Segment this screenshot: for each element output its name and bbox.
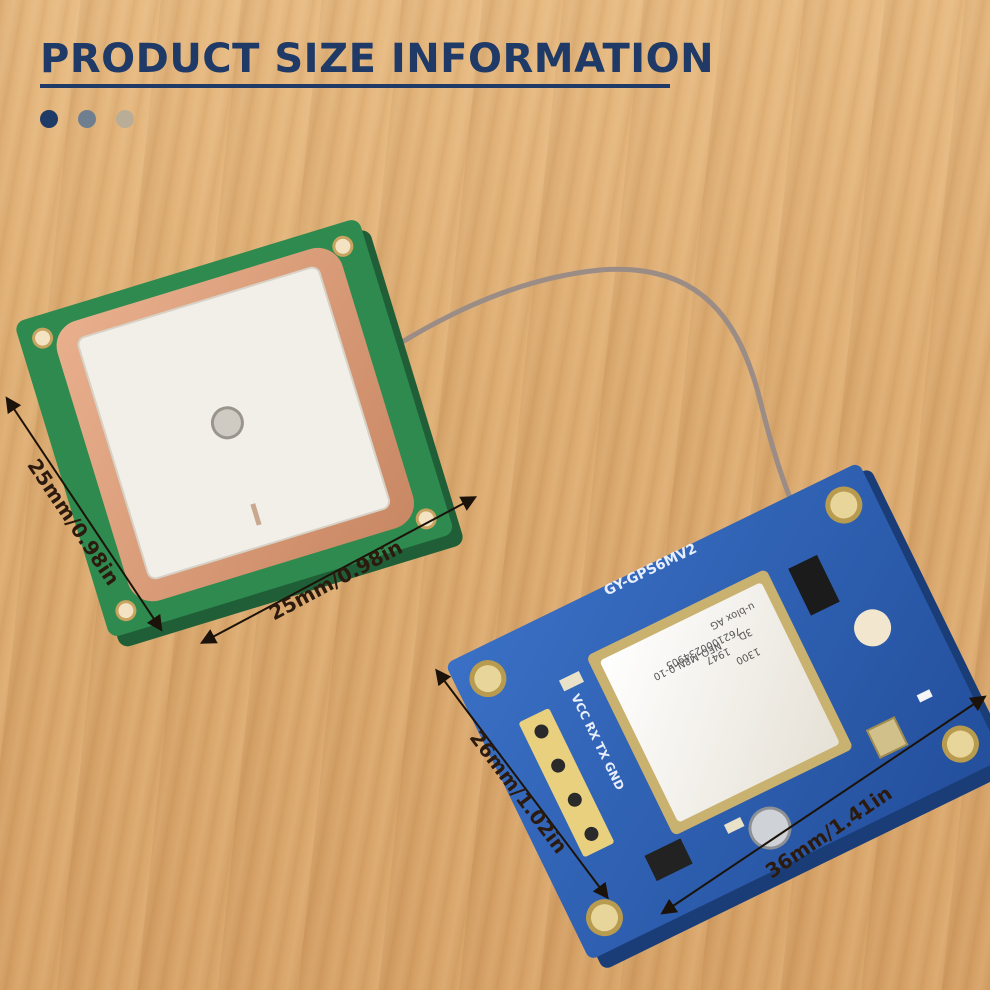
arrow-board-width (660, 695, 987, 915)
coax-cable (362, 266, 813, 543)
dot-light (116, 110, 134, 128)
feed-point (210, 406, 244, 440)
antenna-hole-tr (332, 235, 354, 257)
eeprom (788, 554, 840, 616)
dot-dark (40, 110, 58, 128)
title-underline (40, 84, 670, 88)
arrow-board-height (435, 668, 609, 900)
page-title: PRODUCT SIZE INFORMATION (40, 36, 715, 82)
gps-antenna (16, 220, 463, 647)
arrow-antenna-height (5, 396, 163, 632)
dot-row (40, 110, 134, 128)
board-hole-tr (825, 486, 863, 524)
antenna-hole-tl (32, 327, 54, 349)
dot-mid (78, 110, 96, 128)
mount-hole (851, 606, 895, 650)
board-hole-bl (586, 899, 624, 937)
arrow-antenna-width (199, 496, 478, 644)
gps-board (447, 464, 990, 968)
